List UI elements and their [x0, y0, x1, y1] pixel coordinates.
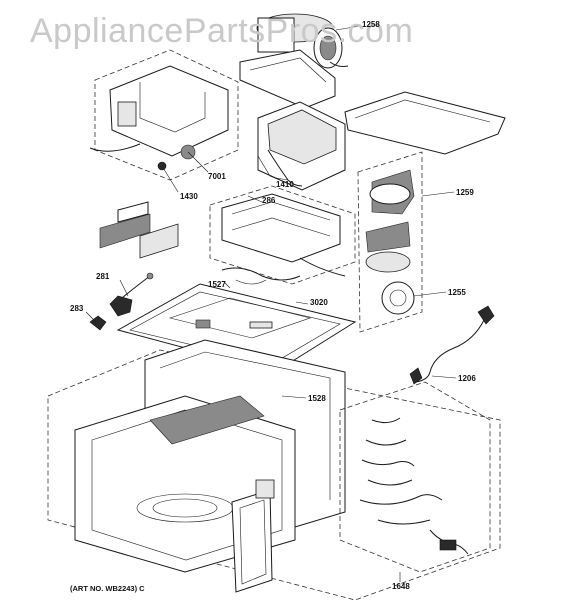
thermal-cutout-parts[interactable] — [89, 272, 154, 331]
callout-1259[interactable]: 1259 — [456, 188, 474, 197]
callout-286[interactable]: 286 — [262, 196, 276, 205]
callout-1648[interactable]: 1648 — [392, 582, 410, 591]
damper-assembly-group[interactable] — [357, 151, 423, 333]
cabinet-outline — [47, 349, 501, 601]
watermark-logo: AppliancePartsPros.com — [30, 12, 414, 50]
callout-1206[interactable]: 1206 — [458, 374, 476, 383]
callout-1528[interactable]: 1528 — [308, 394, 326, 403]
oven-cavity[interactable] — [74, 339, 346, 573]
callout-1527[interactable]: 1527 — [208, 280, 226, 289]
callout-1430[interactable]: 1430 — [180, 192, 198, 201]
art-number-caption: (ART NO. WB2243) C — [70, 584, 145, 593]
magnetron-assembly[interactable] — [257, 101, 346, 191]
oven-light-box-group[interactable] — [209, 185, 356, 285]
callout-281[interactable]: 281 — [96, 272, 110, 281]
callout-283[interactable]: 283 — [70, 304, 84, 313]
top-cover-panel[interactable] — [344, 91, 506, 155]
heater-element[interactable] — [221, 267, 301, 285]
base-plate[interactable] — [116, 283, 357, 373]
callout-3020[interactable]: 3020 — [310, 298, 328, 307]
fan-motor-assembly[interactable] — [239, 13, 349, 109]
callout-1255[interactable]: 1255 — [448, 288, 466, 297]
callout-7001[interactable]: 7001 — [208, 172, 226, 181]
vent-grille[interactable] — [99, 201, 179, 259]
callout-1410[interactable]: 1410 — [276, 180, 294, 189]
wire-harness-group[interactable] — [339, 381, 491, 573]
leader-lines — [85, 25, 457, 582]
control-housing[interactable] — [89, 49, 239, 181]
callout-1258[interactable]: 1258 — [362, 20, 380, 29]
door-frame[interactable] — [231, 479, 275, 593]
power-cord[interactable] — [409, 305, 495, 385]
